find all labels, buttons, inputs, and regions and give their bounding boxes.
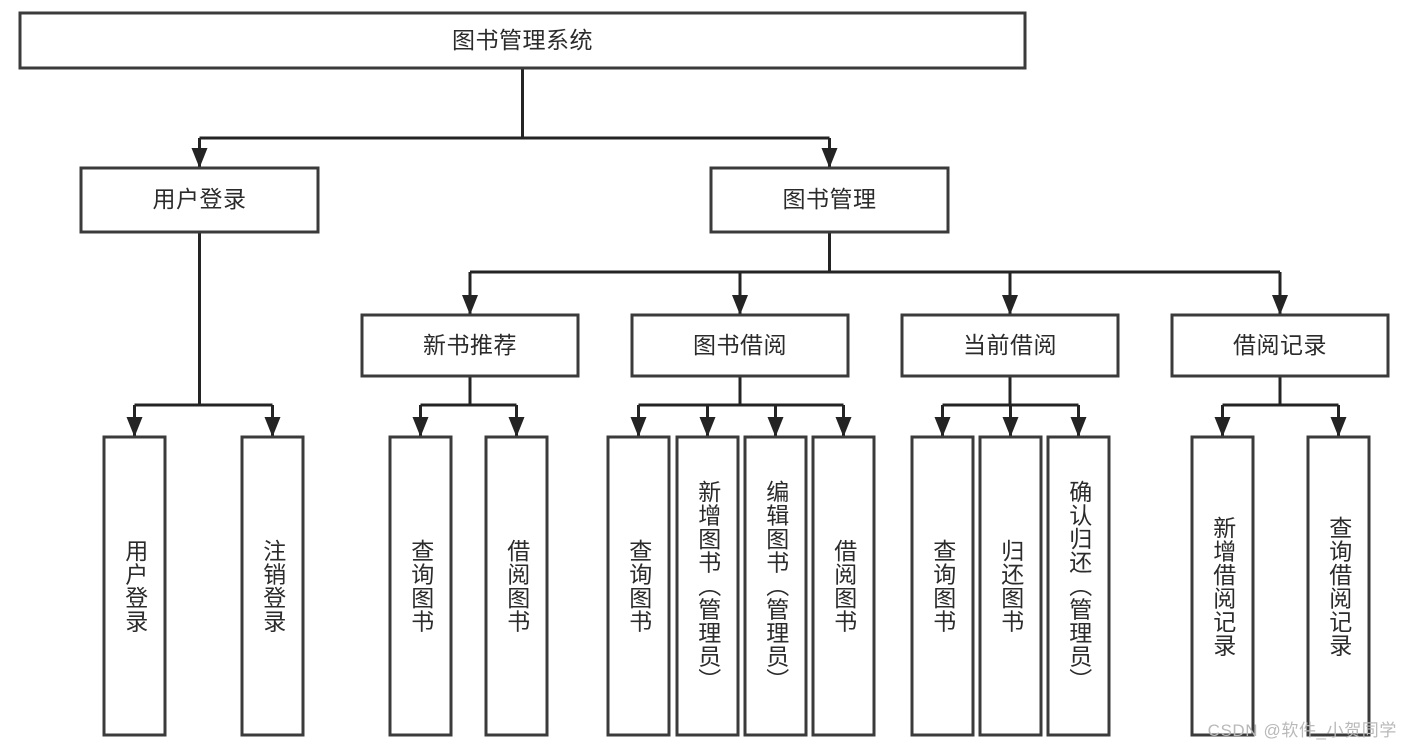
- node-box-group: [18, 11, 1390, 737]
- node-box-current-borrow[interactable]: [900, 313, 1120, 378]
- node-box-leaf-bb-add[interactable]: [675, 435, 740, 737]
- edge-group: [126, 68, 1347, 437]
- node-box-root[interactable]: [18, 11, 1027, 70]
- node-box-book-manage[interactable]: [709, 166, 950, 234]
- edge-arrowhead: [412, 417, 429, 437]
- node-box-new-book-rec[interactable]: [360, 313, 580, 378]
- node-box-leaf-bb-edit[interactable]: [743, 435, 808, 737]
- node-box-leaf-cb-query[interactable]: [910, 435, 975, 737]
- edge-arrowhead: [821, 148, 838, 168]
- node-box-leaf-br-query[interactable]: [1306, 435, 1371, 737]
- node-box-borrow-record[interactable]: [1170, 313, 1390, 378]
- edge-arrowhead: [699, 417, 716, 437]
- node-box-leaf-cb-confirm[interactable]: [1046, 435, 1111, 737]
- node-box-leaf-br-add[interactable]: [1190, 435, 1255, 737]
- edge-arrowhead: [126, 417, 143, 437]
- node-box-leaf-bb-borrow[interactable]: [811, 435, 876, 737]
- edge-arrowhead: [1214, 417, 1231, 437]
- edge-arrowhead: [767, 417, 784, 437]
- edge-arrowhead: [1002, 417, 1019, 437]
- edge-arrowhead: [191, 148, 208, 168]
- edge-arrowhead: [462, 295, 478, 315]
- node-box-leaf-nb-query[interactable]: [388, 435, 453, 737]
- edge-arrowhead: [835, 417, 852, 437]
- node-box-user-login[interactable]: [79, 166, 320, 234]
- edge-arrowhead: [934, 417, 951, 437]
- node-box-leaf-cb-return[interactable]: [978, 435, 1043, 737]
- edge-arrowhead: [630, 417, 647, 437]
- edge-arrowhead: [732, 295, 748, 315]
- node-box-leaf-logout[interactable]: [240, 435, 305, 737]
- edge-arrowhead: [1002, 295, 1018, 315]
- node-box-leaf-bb-query[interactable]: [606, 435, 671, 737]
- edge-arrowhead: [1330, 417, 1347, 437]
- node-box-leaf-nb-borrow[interactable]: [484, 435, 549, 737]
- edge-arrowhead: [1070, 417, 1087, 437]
- edge-arrowhead: [1272, 295, 1288, 315]
- node-box-leaf-user-login[interactable]: [102, 435, 167, 737]
- edge-arrowhead: [264, 417, 281, 437]
- edge-arrowhead: [508, 417, 525, 437]
- node-box-book-borrow[interactable]: [630, 313, 850, 378]
